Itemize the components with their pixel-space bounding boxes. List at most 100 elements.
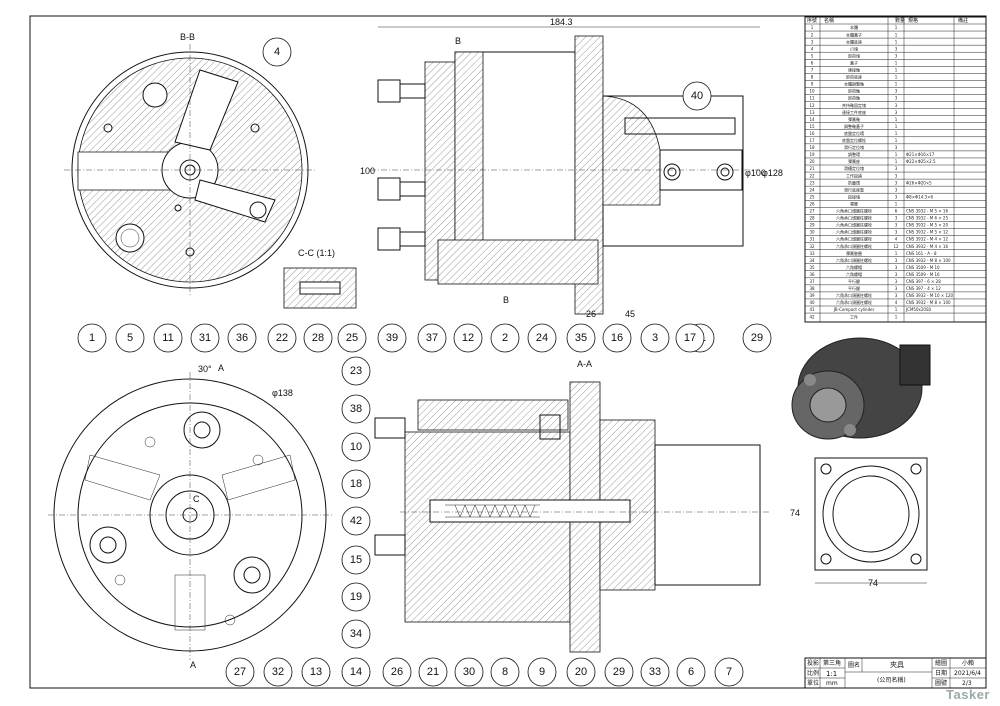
callout-bottom-balloon-label: 27 xyxy=(234,666,246,678)
bom-header: 備註 xyxy=(958,17,968,24)
callout-top-balloon-label: 31 xyxy=(199,332,211,344)
callout-bottom-balloon-label: 26 xyxy=(391,666,403,678)
section-view-aa: A-A xyxy=(374,359,770,653)
bom-cell-spec: CNS 3932 - M 5 × 12 xyxy=(906,230,948,235)
cut-mark-b-top: B xyxy=(455,36,461,46)
bom-cell-name: 六角承口頭圓柱螺栓 xyxy=(836,292,872,298)
tb-scale-label: 比例 xyxy=(807,669,819,677)
callout-bottom-balloon-label: 13 xyxy=(310,666,322,678)
bom-cell-qty: 12 xyxy=(893,244,899,249)
bom-cell-no: 21 xyxy=(809,166,815,171)
bom-cell-qty: 3 xyxy=(895,180,898,185)
dim-front-height: 74 xyxy=(790,508,800,518)
bom-cell-no: 10 xyxy=(809,89,815,94)
callout-bottom-balloon-label: 20 xyxy=(575,666,587,678)
bom-cell-name: 滑槽定位塊 xyxy=(844,165,864,171)
bom-cell-qty: 1 xyxy=(895,39,898,44)
callout-bottom-balloon-label: 10 xyxy=(350,441,362,453)
dim-overall-length: 184.3 xyxy=(550,17,573,27)
callout-bottom-balloon xyxy=(341,506,371,536)
callout-top-balloon-label: 3 xyxy=(652,332,658,344)
section-view-bb: B-B xyxy=(64,32,316,296)
callout-bottom-balloon xyxy=(527,323,557,353)
bom-cell-qty: 4 xyxy=(895,300,898,305)
bom-cell-no: 3 xyxy=(811,39,814,44)
callout-bottom-balloon xyxy=(602,323,632,353)
bom-cell-no: 19 xyxy=(809,152,815,157)
callout-top-balloon xyxy=(337,323,367,353)
bom-cell-no: 18 xyxy=(809,145,815,150)
bom-cell-no: 11 xyxy=(809,96,815,101)
callout-bottom-balloon xyxy=(490,657,520,687)
tb-date-label: 日期 xyxy=(935,669,947,677)
cut-mark-b-bottom: B xyxy=(503,295,509,305)
bom-cell-name: 連接工件底座 xyxy=(842,109,866,115)
callout-bottom-balloon-label: 6 xyxy=(688,666,694,678)
bom-cell-no: 37 xyxy=(809,279,815,284)
bom-cell-name: 卸荷塊 xyxy=(848,52,860,58)
cut-mark-a-bottom: A xyxy=(190,660,196,670)
bom-cell-name: 彈簧 xyxy=(850,200,858,206)
bom-cell-no: 42 xyxy=(809,314,815,319)
bom-cell-name: 滑行底座墊 xyxy=(844,186,864,192)
bom-cell-name: JB-Compact cylinder xyxy=(833,307,875,312)
bom-cell-spec: CNS 397 - 4 × 12 xyxy=(906,286,941,291)
bom-cell-no: 15 xyxy=(809,124,815,129)
bom-cell-spec: CNS 3932 - M 6 × 25 xyxy=(906,216,948,221)
bom-cell-name: 本體底座 xyxy=(846,38,862,44)
bom-cell-spec: CNS 397 - 6 × 28 xyxy=(906,279,941,284)
bom-cell-name: 六角螺帽 xyxy=(846,264,862,270)
tb-projection-label: 投影 xyxy=(807,659,819,667)
callout-bottom-balloon xyxy=(382,657,412,687)
callout-top-balloon xyxy=(682,81,712,111)
bom-cell-qty: 3 xyxy=(895,272,898,277)
dim-angle: 30° xyxy=(198,364,212,374)
bom-header: 序號 xyxy=(807,17,817,24)
bom-cell-qty: 3 xyxy=(895,230,898,235)
tb-name-label: 圖名 xyxy=(848,661,860,669)
section-view-cc: C-C (1:1) xyxy=(283,248,357,309)
side-view: 184.3 B B 100 φ100 φ128 26 45 xyxy=(360,17,783,319)
bom-cell-no: 34 xyxy=(809,258,815,263)
dim-phi128: φ128 xyxy=(762,168,783,178)
bom-cell-qty: 1 xyxy=(895,131,898,136)
bom-cell-name: 滑行定位塊 xyxy=(844,144,864,150)
bom-cell-no: 27 xyxy=(809,209,815,214)
bom-cell-qty: 3 xyxy=(895,89,898,94)
dim-phi100: φ100 xyxy=(745,168,766,178)
bom-header: 數量 xyxy=(895,17,905,24)
bom-cell-name: 六角承口頭圓柱螺栓 xyxy=(836,299,872,305)
callout-bottom-balloon xyxy=(341,657,371,687)
bom-cell-name: 本體蓋子 xyxy=(846,31,862,37)
bom-cell-qty: 3 xyxy=(895,166,898,171)
bom-cell-no: 17 xyxy=(809,138,815,143)
tb-name-value: 夾具 xyxy=(890,661,904,669)
callout-bottom-balloon-label: 19 xyxy=(350,591,362,603)
bom-cell-name: 彈簧軸 xyxy=(848,116,860,122)
callout-bottom-balloon xyxy=(675,323,705,353)
callout-top-balloon xyxy=(77,323,107,353)
bom-cell-qty: 3 xyxy=(895,265,898,270)
bom-cell-no: 13 xyxy=(809,110,815,115)
bom-cell-no: 16 xyxy=(809,131,815,136)
bom-cell-qty: 3 xyxy=(895,223,898,228)
bom-cell-name: 底盤定位螺栓 xyxy=(842,137,866,143)
callout-bottom-balloon xyxy=(341,619,371,649)
callout-top-balloon xyxy=(640,323,670,353)
bom-cell-no: 38 xyxy=(809,286,815,291)
callout-top-balloon-label: 39 xyxy=(386,332,398,344)
bom-cell-name: 六角承口頭圓柱螺栓 xyxy=(836,257,872,263)
bom-cell-name: 防塵環 xyxy=(848,179,860,185)
bom-cell-name: 夾持軸固定塊 xyxy=(842,102,866,108)
bom-cell-qty: 1 xyxy=(895,307,898,312)
bom-cell-name: 爪塊 xyxy=(850,45,858,51)
bom-cell-name: 本體調整軸 xyxy=(844,81,864,87)
bom-cell-qty: 1 xyxy=(895,68,898,73)
bom-cell-qty: 1 xyxy=(895,60,898,65)
bom-cell-name: 六角螺帽 xyxy=(846,271,862,277)
bom-cell-no: 31 xyxy=(809,237,815,242)
bom-cell-spec: CNS 3509 - M 16 xyxy=(906,272,940,277)
callout-top-balloon-label: 40 xyxy=(691,90,703,102)
bom-cell-spec: CNS 3932 - M 10 × 120 xyxy=(906,293,954,298)
